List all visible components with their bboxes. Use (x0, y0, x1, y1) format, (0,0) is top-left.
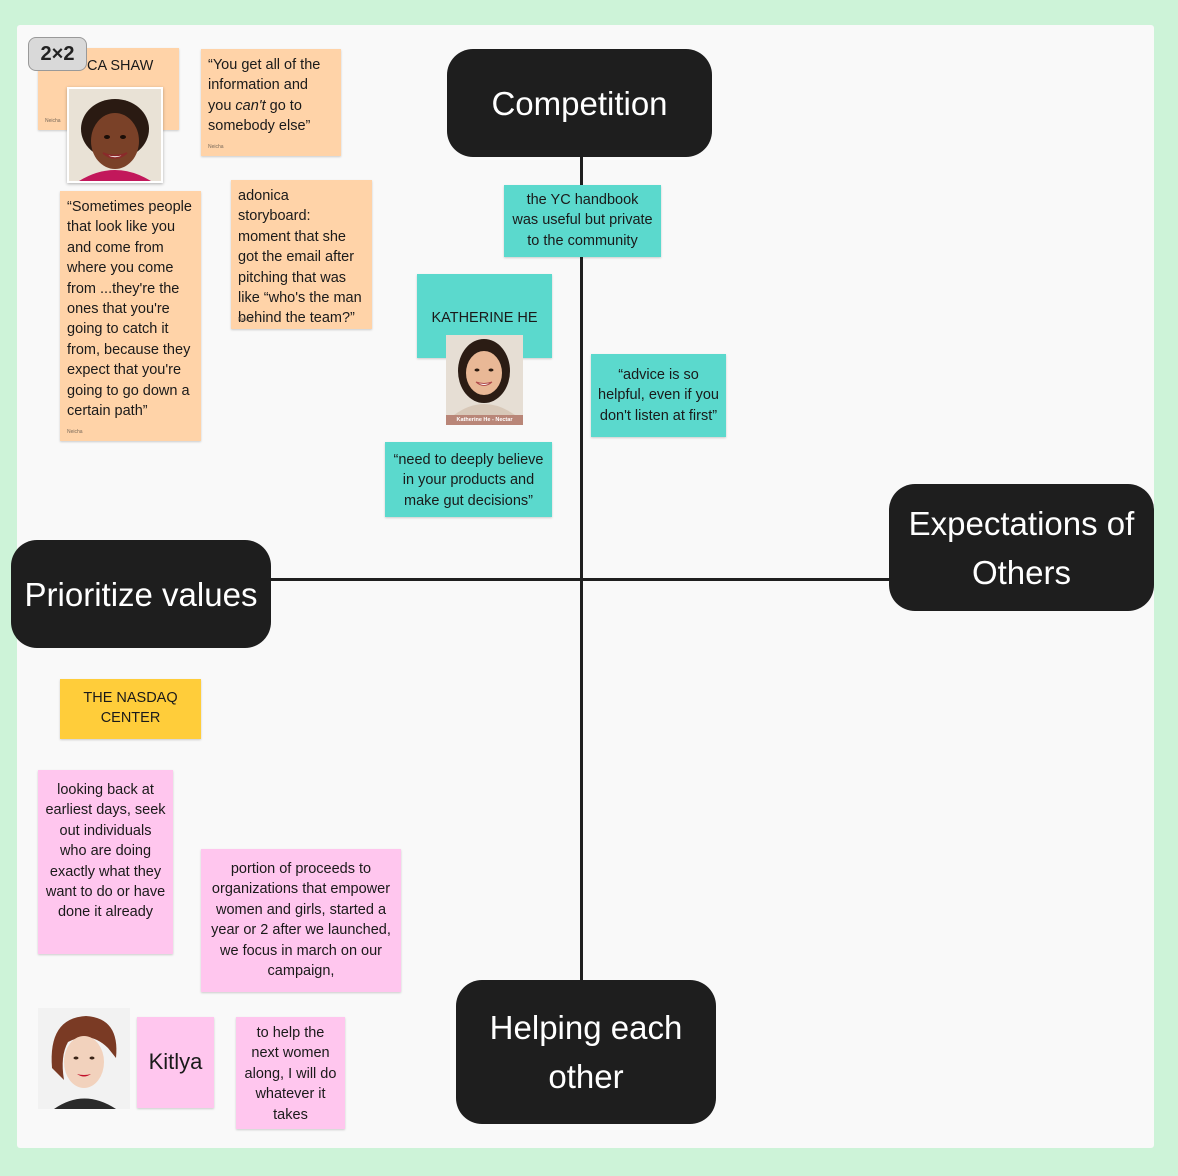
sticky-note-advice[interactable]: “advice is so helpful, even if you don't… (591, 354, 726, 437)
axis-label-competition[interactable]: Competition (447, 49, 712, 157)
sticky-note-text: Kitlya (148, 1049, 203, 1074)
note-author: Neicha (208, 144, 224, 150)
note-author: Neicha (238, 317, 254, 323)
photo-woman-smiling[interactable] (67, 87, 163, 183)
sticky-note-help-next-women[interactable]: to help the next women along, I will do … (236, 1017, 345, 1129)
note-text-part: go to somebody else” (208, 97, 311, 135)
sticky-note-text: “need to deeply believe in your products… (393, 452, 544, 509)
portrait-image (69, 89, 161, 181)
sticky-note-text: the YC handbook was useful but private t… (512, 192, 653, 249)
sticky-note-yc-handbook[interactable]: the YC handbook was useful but private t… (504, 185, 661, 257)
note-text-part: “You get all of the information and you (208, 57, 321, 114)
note-text-emphasis: can't (235, 97, 266, 114)
portrait-image (38, 1008, 130, 1109)
horizontal-axis (265, 578, 893, 581)
photo-katherine-he[interactable]: Katherine He - Nectar (446, 335, 523, 425)
sticky-note-looking-back[interactable]: looking back at earliest days, seek out … (38, 770, 173, 954)
sticky-note-text: adonica storyboard: moment that she got … (238, 188, 362, 327)
sticky-note-gut-decisions[interactable]: “need to deeply believe in your products… (385, 442, 552, 517)
sticky-note-text: “advice is so helpful, even if you don't… (598, 367, 719, 424)
sticky-note-text: to help the next women along, I will do … (244, 1025, 337, 1123)
sticky-note-kitlya[interactable]: Kitlya (137, 1017, 214, 1108)
axis-label-helping-each-other[interactable]: Helping each other (456, 980, 716, 1124)
vertical-axis (580, 150, 583, 985)
frame-tag[interactable]: 2×2 (28, 37, 87, 71)
axis-label-expectations-of-others[interactable]: Expectations of Others (889, 484, 1154, 611)
axis-label-prioritize-values[interactable]: Prioritize values (11, 540, 271, 648)
sticky-note-proceeds[interactable]: portion of proceeds to organizations tha… (201, 849, 401, 992)
sticky-note-sometimes-people[interactable]: “Sometimes people that look like you and… (60, 191, 201, 441)
note-author: Neicha (67, 429, 83, 435)
photo-woman-red-lips[interactable] (38, 1008, 130, 1109)
portrait-image (446, 335, 523, 415)
sticky-note-storyboard[interactable]: adonica storyboard: moment that she got … (231, 180, 372, 329)
sticky-note-text: CA SHAW (87, 58, 154, 74)
note-author: Neicha (45, 118, 61, 124)
sticky-note-text: looking back at earliest days, seek out … (45, 782, 166, 921)
photo-caption: Katherine He - Nectar (446, 415, 523, 425)
sticky-note-text: “Sometimes people that look like you and… (67, 199, 192, 420)
sticky-note-cant-go[interactable]: “You get all of the information and you … (201, 49, 341, 156)
sticky-note-text: “You get all of the information and you … (208, 57, 320, 134)
sticky-note-text: THE NASDAQ CENTER (83, 690, 178, 727)
sticky-note-nasdaq-center[interactable]: THE NASDAQ CENTER (60, 679, 201, 739)
sticky-note-text: KATHERINE HE (431, 310, 538, 326)
sticky-note-text: portion of proceeds to organizations tha… (211, 861, 391, 980)
